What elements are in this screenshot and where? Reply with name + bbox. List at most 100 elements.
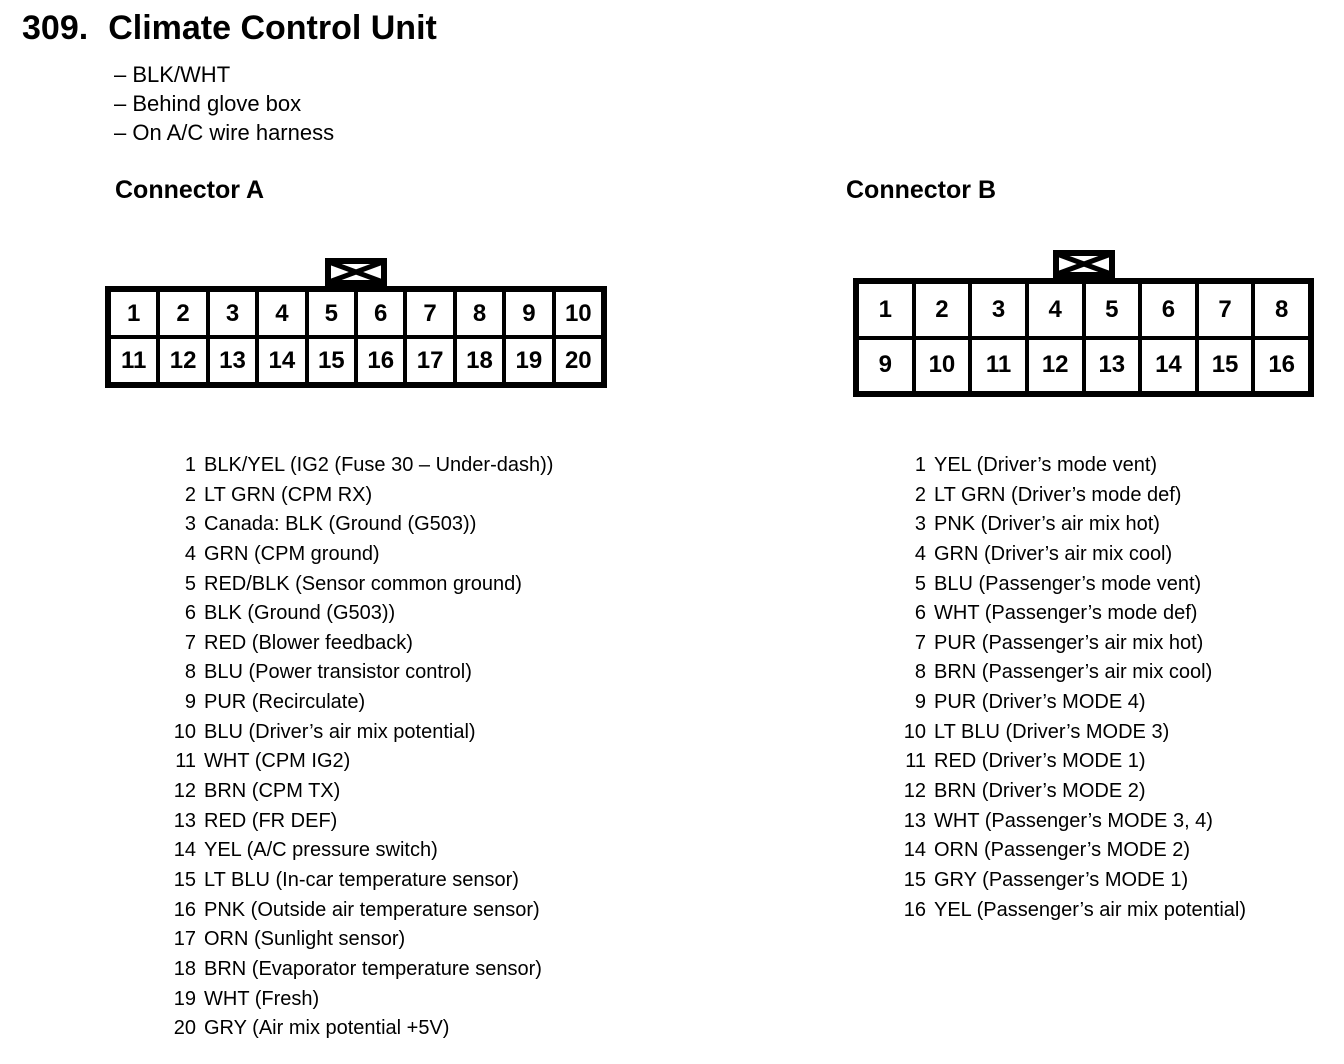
pin-cell: 6 — [358, 292, 404, 335]
pin-cell: 9 — [506, 292, 552, 335]
pin-cell: 3 — [972, 284, 1025, 336]
pin-cell: 18 — [456, 339, 503, 382]
connector-b-heading: Connector B — [846, 176, 996, 204]
pin-cell: 16 — [1255, 339, 1308, 391]
pin-cell: 15 — [1198, 339, 1252, 391]
pin-description: ORN (Sunlight sensor) — [204, 928, 406, 951]
pin-cell: 13 — [209, 339, 256, 382]
pin-cell: 8 — [456, 292, 503, 335]
pin-number: 7 — [914, 631, 926, 654]
pin-description: RED (FR DEF) — [204, 809, 338, 832]
connector-b-pin-grid: 1 2 3 4 5 6 7 8 9 10 11 12 13 14 15 16 — [853, 278, 1314, 397]
note-item: – On A/C wire harness — [114, 120, 335, 145]
pin-description: Canada: BLK (Ground (G503)) — [204, 513, 477, 536]
pin-number: 11 — [905, 750, 926, 773]
pin-number: 15 — [173, 868, 196, 891]
pin-cell: 1 — [111, 292, 157, 335]
pin-cell: 4 — [259, 292, 305, 335]
pin-row: 13 RED (FR DEF) — [160, 807, 553, 837]
pin-description: BLU (Power transistor control) — [204, 661, 472, 684]
pin-description: WHT (CPM IG2) — [204, 750, 351, 773]
pin-description: BRN (CPM TX) — [204, 780, 341, 803]
pin-cell: 4 — [1028, 284, 1082, 336]
pin-row: 11 WHT (CPM IG2) — [160, 747, 553, 777]
connector-key-icon — [325, 258, 387, 286]
pin-description: LT BLU (Driver’s MODE 3) — [934, 720, 1170, 743]
pin-description: LT BLU (In-car temperature sensor) — [204, 868, 519, 891]
pin-cell: 2 — [160, 292, 206, 335]
pin-description: GRY (Passenger’s MODE 1) — [934, 868, 1189, 891]
pin-number: 9 — [914, 691, 926, 714]
pin-cell: 11 — [972, 339, 1025, 391]
pin-number: 12 — [173, 780, 196, 803]
section-number: 309. — [22, 9, 89, 47]
connector-key-icon — [1052, 250, 1115, 278]
connector-a-heading: Connector A — [115, 176, 265, 204]
pin-number: 13 — [173, 809, 196, 832]
pin-number: 11 — [175, 750, 196, 773]
pin-cell: 6 — [1142, 284, 1195, 336]
pin-row: 17 ORN (Sunlight sensor) — [160, 925, 553, 955]
pin-description: GRN (Driver’s air mix cool) — [934, 542, 1173, 565]
notes-list: – BLK/WHT – Behind glove box – On A/C wi… — [114, 60, 334, 147]
pin-number: 15 — [903, 868, 926, 891]
pin-description: GRY (Air mix potential +5V) — [204, 1017, 450, 1040]
pin-description: PNK (Outside air temperature sensor) — [204, 898, 540, 921]
pin-description: ORN (Passenger’s MODE 2) — [934, 839, 1190, 862]
pin-row: 14 ORN (Passenger’s MODE 2) — [890, 836, 1246, 866]
pin-number: 6 — [184, 602, 196, 625]
pin-number: 14 — [173, 839, 196, 862]
pin-row: 10 LT BLU (Driver’s MODE 3) — [890, 718, 1246, 748]
pin-number: 2 — [914, 483, 926, 506]
pin-number: 12 — [903, 780, 926, 803]
pin-cell: 10 — [555, 292, 601, 335]
pin-number: 4 — [914, 542, 926, 565]
connector-a-diagram: 1 2 3 4 5 6 7 8 9 10 11 12 13 14 15 16 1… — [105, 258, 607, 388]
pin-cell: 19 — [506, 339, 552, 382]
pin-number: 17 — [173, 928, 196, 951]
pin-cell: 14 — [259, 339, 305, 382]
pin-cell: 15 — [308, 339, 354, 382]
pin-cell: 11 — [111, 339, 157, 382]
pin-number: 14 — [903, 839, 926, 862]
pin-cell: 7 — [1198, 284, 1252, 336]
pin-number: 16 — [903, 898, 926, 921]
pin-number: 10 — [173, 720, 196, 743]
pin-cell: 1 — [859, 284, 912, 336]
section-title: Climate Control Unit — [108, 9, 437, 47]
pin-cell: 16 — [358, 339, 404, 382]
pin-cell: 17 — [407, 339, 453, 382]
pin-row: 12 BRN (CPM TX) — [160, 777, 553, 807]
pin-description: PUR (Recirculate) — [204, 691, 366, 714]
pin-cell: 8 — [1255, 284, 1308, 336]
pin-description: BLU (Passenger’s mode vent) — [934, 572, 1202, 595]
pin-description: YEL (Driver’s mode vent) — [934, 454, 1158, 476]
pin-number: 16 — [173, 898, 196, 921]
pin-cell: 14 — [1142, 339, 1195, 391]
pin-number: 1 — [184, 454, 196, 476]
pin-description: BLK/YEL (IG2 (Fuse 30 – Under-dash)) — [204, 454, 554, 476]
pin-number: 10 — [903, 720, 926, 743]
page-title: 309. Climate Control Unit — [22, 9, 437, 47]
pin-number: 6 — [914, 602, 926, 625]
pin-description: BRN (Evaporator temperature sensor) — [204, 957, 542, 980]
pin-description: BRN (Passenger’s air mix cool) — [934, 661, 1213, 684]
